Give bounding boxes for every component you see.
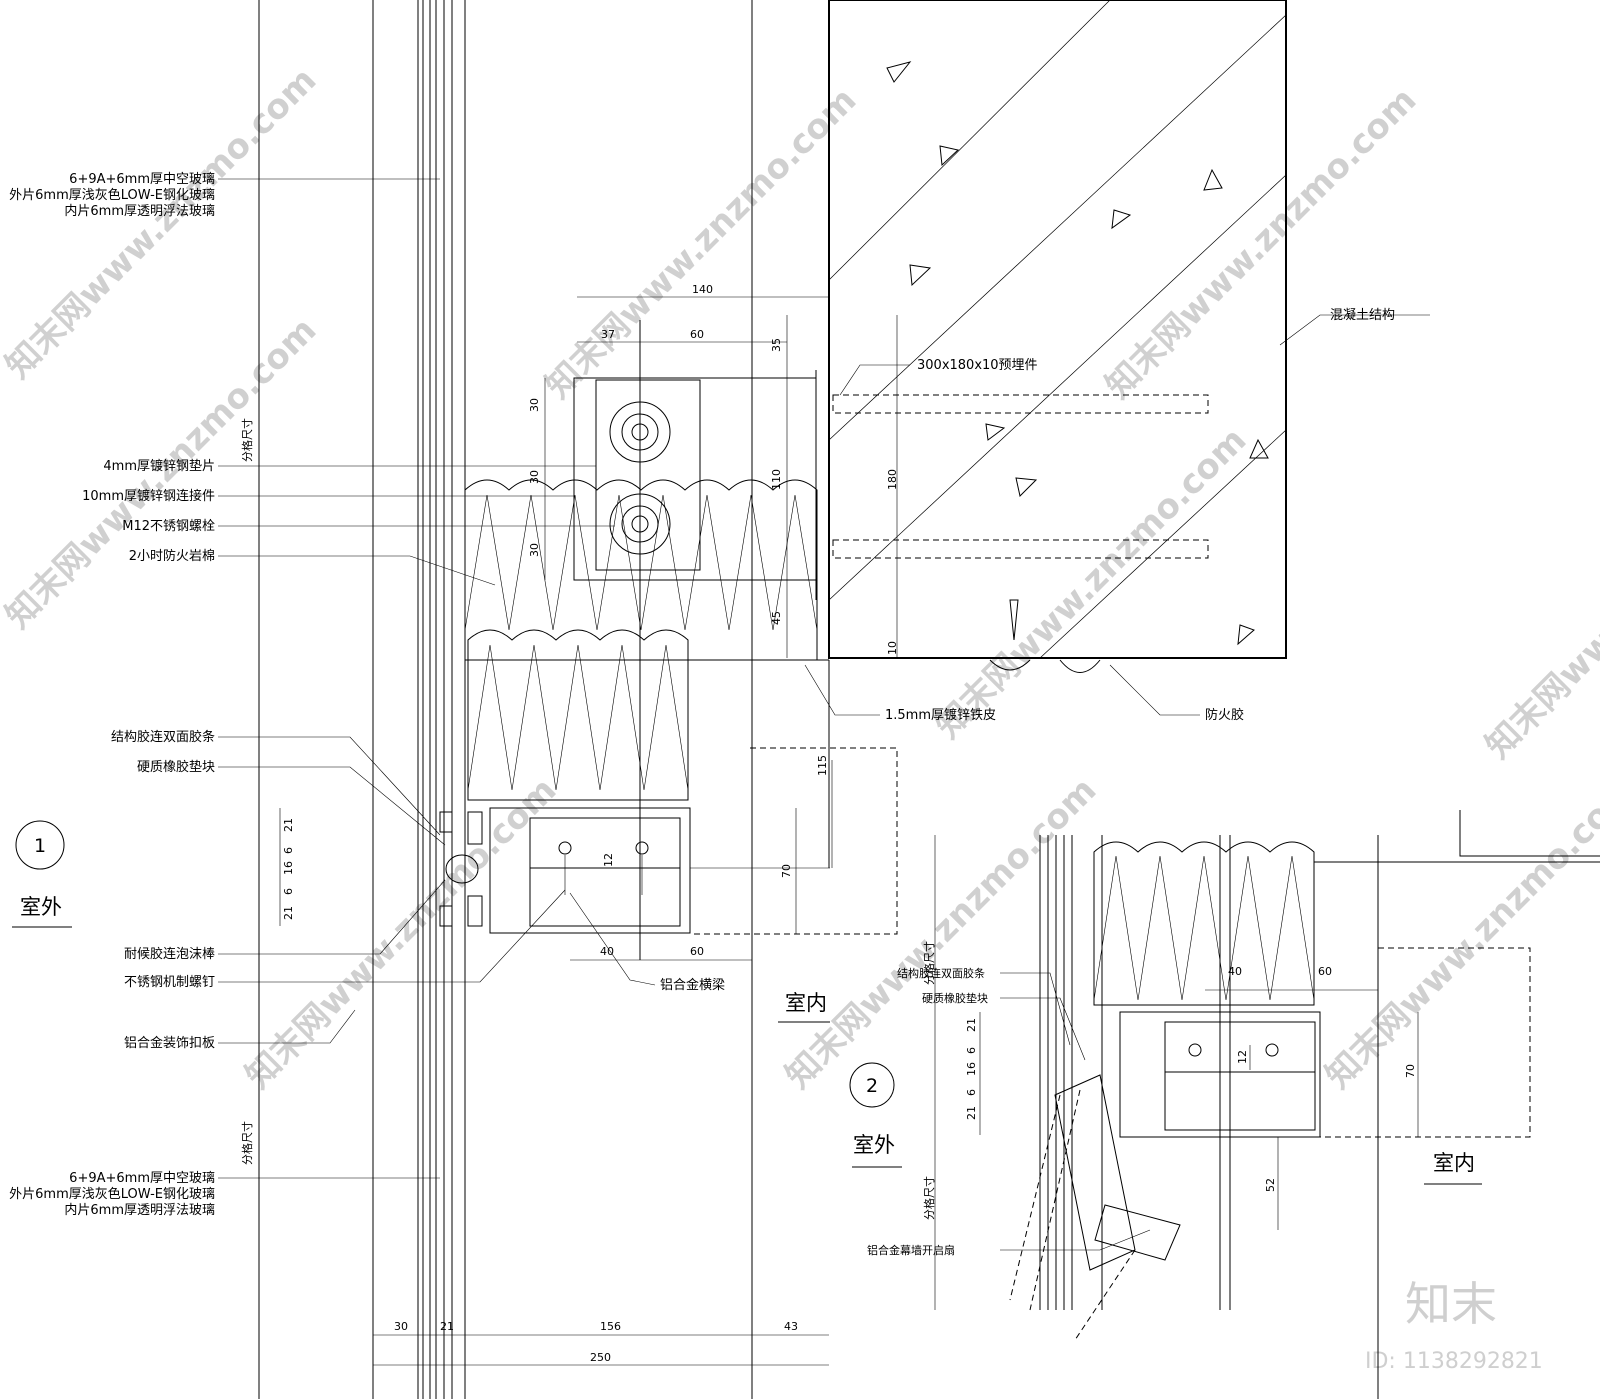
dim-16: 16 bbox=[282, 861, 295, 875]
label-glass-bot-1: 6+9A+6mm厚中空玻璃 bbox=[69, 1171, 215, 1186]
label-connector: 10mm厚镀锌钢连接件 bbox=[82, 488, 215, 504]
dim-35: 35 bbox=[770, 338, 783, 352]
label-concrete: 混凝土结构 bbox=[1330, 307, 1395, 323]
dim-bottom-21: 21 bbox=[440, 1320, 454, 1333]
detail2-grid-size-top: 分格尺寸 bbox=[922, 941, 936, 985]
detail1-dimension-text: 140 37 60 35 180 110 45 10 30 30 30 115 … bbox=[282, 283, 899, 1364]
detail1-number: 1 bbox=[34, 835, 46, 857]
detail1-grid-size-top: 分格尺寸 bbox=[240, 418, 254, 462]
dim-30: 30 bbox=[528, 470, 541, 484]
detail1-grid-size-bottom: 分格尺寸 bbox=[240, 1121, 254, 1165]
left-labels: 6+9A+6mm厚中空玻璃 外片6mm厚浅灰色LOW-E钢化玻璃 内片6mm厚透… bbox=[9, 172, 215, 1218]
detail1-titles: 1 室外 室内 分格尺寸 分格尺寸 bbox=[20, 418, 827, 1165]
label-cover: 铝合金装饰扣板 bbox=[124, 1035, 215, 1051]
watermark-text: 知末网www.znzmo.com bbox=[538, 80, 864, 406]
dim-110: 110 bbox=[770, 469, 783, 490]
label-rubber: 硬质橡胶垫块 bbox=[137, 759, 215, 775]
detail2-label-tape: 结构胶连双面胶条 bbox=[897, 966, 985, 980]
detail1-inside-label: 室内 bbox=[785, 991, 827, 1015]
label-foam: 耐候胶连泡沫棒 bbox=[124, 946, 215, 962]
detail2-outside-label: 室外 bbox=[853, 1133, 895, 1157]
label-glass-top-3: 内片6mm厚透明浮法玻璃 bbox=[64, 203, 215, 219]
label-beam: 铝合金横梁 bbox=[660, 977, 725, 993]
dim-bottom-30: 30 bbox=[394, 1320, 408, 1333]
detail1-dimensions bbox=[258, 20, 898, 1395]
dim-6: 6 bbox=[282, 888, 295, 895]
detail2-drawing bbox=[849, 810, 1600, 1399]
dim-40: 40 bbox=[600, 945, 614, 958]
watermark-text: 知末网www.znzmo.com bbox=[1318, 770, 1600, 1096]
label-glass-top-1: 6+9A+6mm厚中空玻璃 bbox=[69, 172, 215, 187]
label-sheet: 1.5mm厚镀锌铁皮 bbox=[885, 707, 996, 723]
dim-115: 115 bbox=[816, 755, 829, 776]
detail1-glass-lines bbox=[258, 0, 753, 1399]
detail2-inside-label: 室内 bbox=[1433, 1151, 1475, 1175]
dim-30: 30 bbox=[528, 398, 541, 412]
concrete-slab bbox=[815, 0, 1287, 673]
label-rockwool: 2小时防火岩棉 bbox=[129, 548, 215, 564]
dim-37: 37 bbox=[601, 328, 615, 341]
watermark-text: 知末网www.znzmo.com bbox=[1098, 80, 1424, 406]
detail2-dim-21: 21 bbox=[965, 1106, 978, 1120]
detail2-dim-21: 21 bbox=[965, 1018, 978, 1032]
rockwool-insulation bbox=[464, 479, 829, 801]
detail2-dim-60: 60 bbox=[1318, 965, 1332, 978]
detail2-dim-6: 6 bbox=[965, 1089, 978, 1096]
label-shim: 4mm厚镀锌钢垫片 bbox=[103, 458, 215, 474]
dim-bottom-250: 250 bbox=[590, 1351, 611, 1364]
right-labels: 混凝土结构 300x180x10预埋件 1.5mm厚镀锌铁皮 防火胶 铝合金横梁 bbox=[660, 307, 1395, 993]
watermark-text: 知末网www.znzmo.com bbox=[1478, 440, 1600, 766]
dim-45: 45 bbox=[770, 611, 783, 625]
dim-bottom-156: 156 bbox=[600, 1320, 621, 1333]
detail2-dim-16: 16 bbox=[965, 1062, 978, 1076]
label-screw: 不锈钢机制螺钉 bbox=[124, 975, 215, 990]
dim-21: 21 bbox=[282, 906, 295, 920]
steel-connector bbox=[573, 320, 817, 960]
dim-70: 70 bbox=[780, 864, 793, 878]
label-glass-top-2: 外片6mm厚浅灰色LOW-E钢化玻璃 bbox=[9, 187, 215, 203]
dim-21: 21 bbox=[282, 818, 295, 832]
detail2-dim-6: 6 bbox=[965, 1047, 978, 1054]
detail2-label-rubber: 硬质橡胶垫块 bbox=[922, 991, 988, 1005]
watermarks: 知末网www.znzmo.com 知末网www.znzmo.com 知末网www… bbox=[0, 60, 1600, 1374]
detail2-text: 2 室外 室内 分格尺寸 分格尺寸 结构胶连双面胶条 硬质橡胶垫块 铝合金幕墙开… bbox=[853, 941, 1475, 1257]
detail2-dim-40: 40 bbox=[1228, 965, 1242, 978]
label-glass-bot-3: 内片6mm厚透明浮法玻璃 bbox=[64, 1202, 215, 1218]
dim-60: 60 bbox=[690, 945, 704, 958]
dim-10: 10 bbox=[886, 641, 899, 655]
detail2-grid-size-bottom: 分格尺寸 bbox=[922, 1176, 936, 1220]
dim-140: 140 bbox=[692, 283, 713, 296]
dim-bottom-43: 43 bbox=[784, 1320, 798, 1333]
detail2-dim-52: 52 bbox=[1264, 1178, 1277, 1192]
aluminium-transom bbox=[439, 660, 898, 935]
detail2-label-sash: 铝合金幕墙开启扇 bbox=[867, 1243, 955, 1257]
detail1-marker bbox=[12, 820, 830, 1023]
image-id-watermark: ID: 1138292821 bbox=[1365, 1349, 1543, 1374]
brand-watermark: 知末 bbox=[1405, 1277, 1497, 1331]
dim-180: 180 bbox=[886, 469, 899, 490]
label-tape: 结构胶连双面胶条 bbox=[111, 729, 215, 745]
label-firegel: 防火胶 bbox=[1205, 707, 1244, 723]
watermark-text: 知末网www.znzmo.com bbox=[778, 770, 1104, 1096]
dim-60: 60 bbox=[690, 328, 704, 341]
label-embed: 300x180x10预埋件 bbox=[917, 358, 1038, 373]
label-bolt: M12不锈钢螺栓 bbox=[122, 519, 215, 534]
detail2-dim-70: 70 bbox=[1404, 1064, 1417, 1078]
right-leader-lines bbox=[569, 314, 1430, 986]
dim-12: 12 bbox=[602, 853, 615, 867]
label-glass-bot-2: 外片6mm厚浅灰色LOW-E钢化玻璃 bbox=[9, 1186, 215, 1202]
dim-30: 30 bbox=[528, 543, 541, 557]
dim-6: 6 bbox=[282, 847, 295, 854]
detail1-outside-label: 室外 bbox=[20, 895, 62, 919]
detail2-dim-12: 12 bbox=[1236, 1050, 1249, 1064]
watermark-text: 知末网www.znzmo.com bbox=[928, 420, 1254, 746]
detail2-number: 2 bbox=[866, 1075, 878, 1097]
left-leader-lines bbox=[218, 178, 615, 1179]
